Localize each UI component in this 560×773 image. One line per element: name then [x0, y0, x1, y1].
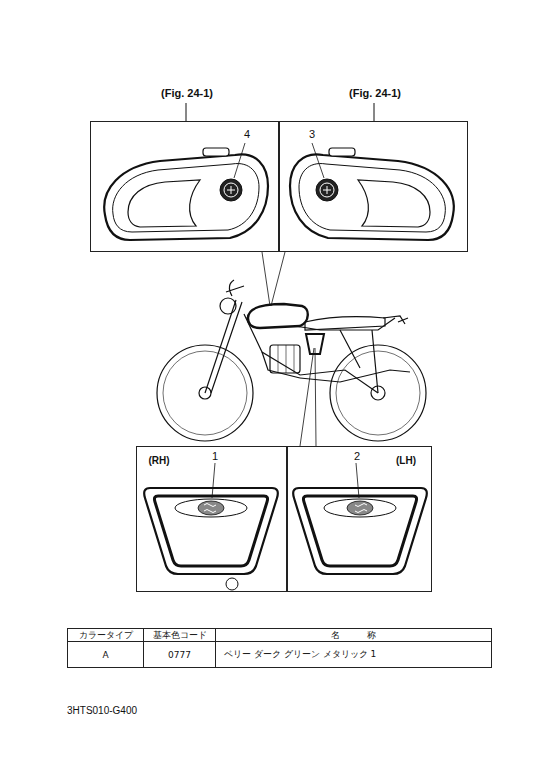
side-mark: (RH) — [148, 455, 169, 466]
inset-panel: (LH) 2 — [287, 446, 432, 592]
fig-reference: (Fig. 24-1) — [349, 87, 401, 99]
callout-number: 2 — [353, 450, 361, 462]
table-header: カラータイプ — [67, 628, 144, 642]
inset-panel: (RH) 1 — [136, 446, 287, 592]
table-header: 基本色コード — [143, 628, 216, 642]
table-cell: ベリー ダーク グリーン メタリック 1 — [215, 641, 492, 668]
inset-panel: (Fig. 24-1)4 — [90, 121, 279, 252]
table-cell: A — [67, 641, 144, 668]
callout-number: 3 — [308, 128, 316, 140]
side-mark: (LH) — [396, 455, 416, 466]
drawing-code: 3HTS010-G400 — [67, 705, 137, 716]
table-header: 名 称 — [215, 628, 492, 642]
inset-panel: (Fig. 24-1)3 — [279, 121, 468, 252]
fig-reference: (Fig. 24-1) — [161, 87, 213, 99]
callout-number: 4 — [243, 128, 251, 140]
table-cell: 0777 — [143, 641, 216, 668]
callout-number: 1 — [211, 450, 219, 462]
